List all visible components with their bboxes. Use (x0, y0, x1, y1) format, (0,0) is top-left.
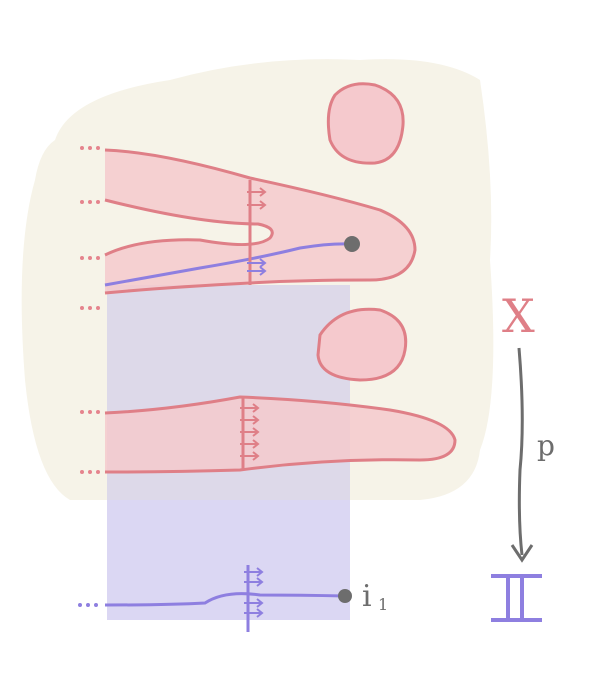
lifted-point-marker (344, 236, 360, 252)
continuation-dots (80, 146, 100, 474)
blob-middle (316, 307, 408, 382)
map-arrow-shaft (517, 347, 524, 556)
base-path (104, 592, 346, 607)
sheet-upper-finger (105, 150, 415, 293)
down-arrow-icon (510, 544, 534, 563)
gluing-arrows-base (244, 567, 264, 618)
sheet-lower-outline (104, 395, 457, 474)
sheet-upper-inner-edge (104, 198, 274, 257)
label-space-x: X (502, 289, 535, 343)
projection-band-lower (107, 500, 350, 620)
label-map-p: p (537, 429, 555, 462)
sheet-lower-finger (105, 397, 455, 472)
gluing-arrows-upper (247, 187, 267, 276)
base-interval-symbol (491, 574, 542, 622)
base-point-marker (338, 589, 352, 603)
gluing-arrows-lower (240, 403, 260, 461)
base-dots (78, 603, 98, 607)
lifted-path (104, 242, 353, 287)
label-point: i (362, 579, 372, 614)
blob-top (326, 82, 405, 165)
sheet-upper-outline (104, 148, 417, 295)
label-point-sub: 1 (378, 595, 388, 614)
